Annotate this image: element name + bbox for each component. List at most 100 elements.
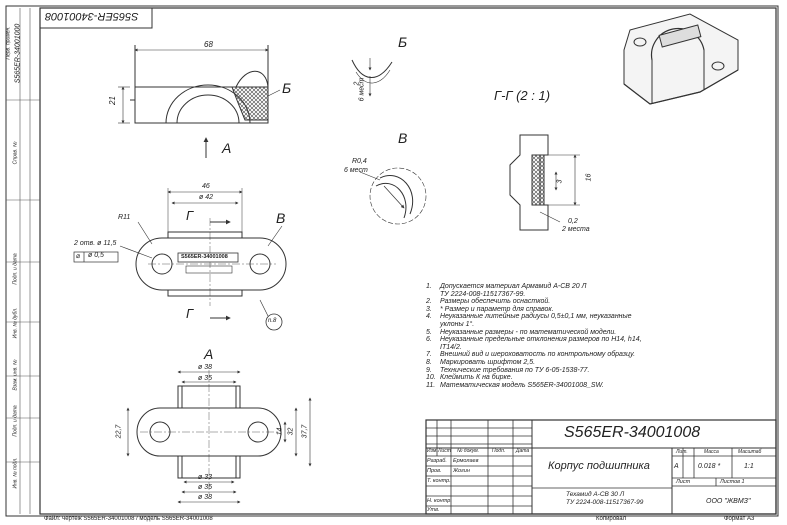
note-n8: n.8 [268,318,277,324]
note-line: уклоны 1°. [426,321,766,329]
note-number: 2. [426,298,432,306]
note-line: 2. Размеры обеспечить оснасткой. [426,298,766,306]
marking-text: S565ER-34001008 [181,254,228,260]
footer-format: Формат А3 [724,516,755,522]
label-podp-data-1: Подп. и дата [12,253,19,285]
arrow-g-bottom-label: Г [186,306,194,321]
note-line: IT14/2. [426,344,766,352]
view-b-title: Б [398,34,408,50]
col-izm: Изм. [427,448,438,454]
marking-plate [177,252,239,263]
role-prov: Пров. [427,468,442,474]
dim-46: 46 [202,183,210,190]
dim-r11: R11 [118,214,131,221]
scale-label: Масштаб [738,449,762,455]
inner-frame [39,7,777,515]
stamp-top: S565ER-34001008 [45,10,139,22]
dim-sec-02: 0,2 [568,218,578,225]
note-text: IT14/2. [440,343,462,351]
note-line: 5.Неуказанные размеры - по математическо… [426,329,766,337]
label-podp-data-2: Подп. и дата [12,405,19,437]
role-tkontr: Т. контр. [427,478,451,484]
note-number: 9. [426,366,432,374]
col-doc: № докум. [457,448,480,454]
doc-number: S565ER-34001008 [564,424,701,441]
dim-sec-16: 16 [585,173,593,182]
note-line: 3.* Размер и параметр для справок. [426,306,766,314]
outer-frame [5,5,779,517]
stamp-box [39,7,153,29]
note-number: 6. [426,336,432,344]
title-block-grid [425,419,777,515]
dim-v-r: R0,4 [352,158,367,165]
name-razrab: Ермолаев [453,458,479,464]
mass-label: Масса [704,449,719,455]
material-line1: Техамид А-СВ 30 Л [566,491,625,498]
company: ООО "ЖВМЗ" [706,498,751,505]
dim-a-d38-bot: ø 38 [198,494,213,501]
note-text: Неуказанные предельные отклонения размер… [440,336,642,344]
arrow-a-label: A [222,140,232,156]
arrow-g-top-label: Г [186,208,194,223]
dim-a-d33: ø 33 [198,474,213,481]
marking-plate-lower [185,265,233,274]
note-text: Клеймить К на бирке. [440,374,513,382]
tolerance-symbol: ⌀ [76,253,81,260]
label-inv-dubl: Инв. № дубл. [12,307,19,339]
label-perv-primen: Перв. примен. [5,26,12,60]
dim-a-d35-top: ø 35 [198,375,213,382]
dim-a-32: 32 [287,427,295,436]
note-line: 11.Математическая модель S565ER-34001008… [426,382,766,390]
note-line: 9. Технические требования по ТУ 6-05-1538… [426,367,766,375]
mass-value: 0.018 * [698,463,721,470]
tolerance-frame [73,251,119,263]
ref-b-top: Б [282,80,292,96]
label-perv-primen-value: S565ER-34001000 [14,23,22,84]
note-number: 1. [426,283,432,290]
dim-a-377: 37,7 [301,424,309,439]
note-number: 4. [426,313,432,321]
left-strip [6,8,40,514]
sheet-label: Лист [676,479,691,485]
label-inv-podl: Инв. № подл. [12,457,19,489]
col-sign: Подп. [492,448,506,454]
tolerance-value: ø 0,5 [88,252,104,259]
note-text: уклоны 1°. [440,320,475,328]
part-name: Корпус подшипника [548,460,650,472]
scale-value: 1:1 [744,463,754,470]
note-text: Математическая модель S565ER-34001008_SW… [440,381,604,389]
note-number [426,321,440,329]
note-text: ТУ 2224-008-11517367-99. [440,290,526,298]
view-v-title: В [398,130,408,146]
note-text: Внешний вид и шероховатость по контрольн… [440,351,636,359]
note-text: Технические требования по ТУ 6-05-1538-7… [440,366,590,374]
note-line: 7.Внешний вид и шероховатость по контрол… [426,351,766,359]
note-number: 5. [426,328,432,336]
dim-b-places: 6 мест [358,77,366,102]
label-vzam-inv: Взам. инв. № [12,359,19,391]
note-line: 1.Допускается материал Армамид А-СВ 20 Л [426,283,766,291]
dim-68: 68 [204,40,213,49]
view-a-title: A [204,346,214,362]
dim-sec-2places: 2 места [562,226,590,233]
section-g-g [509,134,580,231]
plan-view [119,188,287,331]
label-sprav: Справ. № [12,141,19,165]
col-date: Дата [516,448,530,454]
note-text: * Размер и параметр для справок. [440,305,554,313]
note-line: ТУ 2224-008-11517367-99. [426,291,766,299]
top-profile-view [118,45,281,124]
note-line: 4.Неуказанные литейные радиусы 0,5±0,1 м… [426,313,766,321]
ref-v-plan: В [276,210,286,226]
dim-a-227: 22,7 [115,424,123,439]
sheets-label: Листов 1 [720,479,745,485]
technical-notes: 1.Допускается материал Армамид А-СВ 20 Л… [426,283,766,389]
note-number [426,291,440,299]
dim-a-d35-bot: ø 35 [198,484,213,491]
footer-kopiroval: Копировал [596,516,627,522]
detail-v [359,167,427,225]
col-list: Лист [438,448,451,454]
note-text: Размеры обеспечить оснасткой. [440,298,551,306]
dim-21: 21 [107,96,117,105]
